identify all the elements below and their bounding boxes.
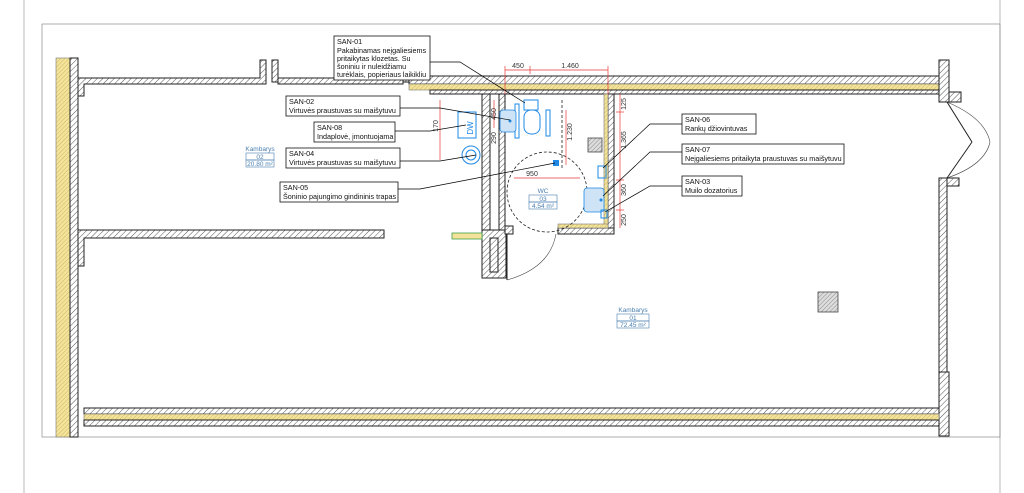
bottom-wall-outer bbox=[83, 419, 940, 427]
partition-wall bbox=[77, 229, 385, 267]
right-wall-top bbox=[938, 59, 950, 103]
wc-bottom-wall bbox=[557, 227, 615, 235]
svg-text:SAN-08: SAN-08 bbox=[317, 123, 342, 132]
dim-950: 950 bbox=[526, 171, 538, 178]
svg-text:Muilo dozatorius: Muilo dozatorius bbox=[685, 186, 738, 195]
kitchen-partition bbox=[481, 93, 491, 231]
svg-text:4.54 m²: 4.54 m² bbox=[532, 203, 555, 210]
dim-1460: 1.460 bbox=[561, 63, 579, 70]
kitchen-sink-lower bbox=[461, 145, 481, 165]
hand-dryer-box bbox=[587, 137, 603, 153]
callout-san-04: SAN-04 Virtuvės praustuvas su maišytuvu bbox=[285, 147, 401, 169]
green-pipe-end bbox=[451, 232, 483, 240]
svg-text:SAN-07: SAN-07 bbox=[685, 145, 710, 154]
wc-right-wall bbox=[607, 93, 615, 235]
top-wall-left bbox=[77, 59, 267, 97]
callout-san-05: SAN-05 Šoninio pajungimo gindininis trap… bbox=[279, 181, 399, 203]
room-01-label: Kambarys 01 72.45 m² bbox=[616, 307, 650, 329]
entrance-door-leaf bbox=[946, 101, 973, 143]
right-wall-lower-cap bbox=[938, 371, 950, 437]
toilet-bowl bbox=[523, 109, 541, 135]
svg-text:Kambarys: Kambarys bbox=[618, 307, 648, 314]
callout-san-06: SAN-06 Rankų džiovintuvas bbox=[681, 113, 757, 135]
dim-125: 125 bbox=[621, 98, 628, 110]
svg-text:Kambarys: Kambarys bbox=[245, 146, 275, 153]
top-wall-right-ins bbox=[408, 83, 940, 91]
svg-text:Rankų džiovintuvas: Rankų džiovintuvas bbox=[685, 124, 748, 133]
toilet-paper-holder bbox=[545, 109, 551, 137]
dim-1230: 1.230 bbox=[567, 123, 574, 141]
svg-text:03: 03 bbox=[539, 196, 547, 203]
left-wall-insulation bbox=[55, 57, 71, 438]
svg-text:turėklais, popieriaus laikikli: turėklais, popieriaus laikikliu bbox=[337, 70, 426, 79]
kitchen-sink-upper bbox=[499, 109, 517, 133]
bottom-wall-ins bbox=[83, 413, 940, 421]
dim-450-vertical: 450 bbox=[491, 108, 498, 120]
wc-door-swing bbox=[506, 233, 557, 281]
callout-san-03: SAN-03 Muilo dozatorius bbox=[681, 175, 743, 197]
entrance-door-leaf-2 bbox=[946, 141, 973, 179]
svg-text:72.45 m²: 72.45 m² bbox=[620, 322, 646, 329]
svg-text:20.80 m²: 20.80 m² bbox=[247, 161, 273, 168]
soap-dispenser bbox=[600, 209, 608, 219]
svg-text:Šoninio pajungimo gindininis t: Šoninio pajungimo gindininis trapas bbox=[283, 192, 396, 201]
entrance-door-swing-2 bbox=[946, 141, 991, 179]
accessible-sink-tap bbox=[599, 198, 603, 202]
svg-text:Virtuvės praustuvas su maišytu: Virtuvės praustuvas su maišytuvu bbox=[289, 106, 396, 115]
dim-360: 360 bbox=[621, 184, 628, 196]
right-wall-top-cap bbox=[948, 91, 962, 103]
entrance-door-swing bbox=[946, 101, 991, 143]
svg-text:pritaikytas klozetas. Su: pritaikytas klozetas. Su bbox=[337, 54, 411, 63]
svg-text:SAN-01: SAN-01 bbox=[337, 37, 362, 46]
svg-text:Virtuvės praustuvas su maišytu: Virtuvės praustuvas su maišytuvu bbox=[289, 158, 396, 167]
svg-text:šoniniu ir nuleidžiamu: šoniniu ir nuleidžiamu bbox=[337, 62, 406, 71]
svg-text:SAN-03: SAN-03 bbox=[685, 177, 710, 186]
svg-text:SAN-04: SAN-04 bbox=[289, 149, 314, 158]
dim-250: 250 bbox=[621, 214, 628, 226]
top-wall-right-inner bbox=[429, 89, 940, 95]
svg-text:Neįgaliesiems pritaikyta praus: Neįgaliesiems pritaikyta praustuvas su m… bbox=[685, 154, 842, 163]
svg-text:01: 01 bbox=[629, 315, 637, 322]
kitchen-column bbox=[481, 229, 507, 279]
svg-text:Indaplovė, įmontuojama: Indaplovė, įmontuojama bbox=[317, 132, 393, 141]
dim-290: 290 bbox=[491, 132, 498, 144]
room-02-label: Kambarys 02 20.80 m² bbox=[245, 146, 275, 168]
dim-170: 170 bbox=[433, 120, 440, 132]
svg-text:SAN-02: SAN-02 bbox=[289, 97, 314, 106]
wc-bottom-wall-ins bbox=[557, 223, 609, 229]
dishwasher-label: DW bbox=[466, 121, 475, 135]
right-wall-cap bbox=[946, 177, 960, 187]
dishwasher bbox=[457, 111, 477, 139]
callout-san-08: SAN-08 Indaplovė, įmontuojama bbox=[313, 121, 396, 143]
dimension-lines: 450 1.460 125 1.365 360 250 1.230 170 45… bbox=[433, 63, 628, 228]
callout-san-01: SAN-01 Pakabinamas neįgaliesiems pritaik… bbox=[333, 35, 431, 81]
left-wall bbox=[69, 57, 79, 438]
svg-text:SAN-05: SAN-05 bbox=[283, 183, 308, 192]
room-03-label: WC 03 4.54 m² bbox=[528, 188, 558, 210]
kitchen-sink-upper-tap bbox=[508, 119, 512, 123]
callout-san-07: SAN-07 Neįgaliesiems pritaikyta praustuv… bbox=[681, 143, 845, 165]
wc-door-frame bbox=[504, 225, 514, 235]
toilet-tank bbox=[523, 99, 539, 111]
leader-lines bbox=[395, 61, 682, 213]
accessible-sink bbox=[583, 187, 605, 213]
callout-san-02: SAN-02 Virtuvės praustuvas su maišytuvu bbox=[285, 95, 401, 117]
top-wall-pier bbox=[271, 59, 279, 83]
dim-1365: 1.365 bbox=[621, 131, 628, 149]
column-marker bbox=[817, 291, 839, 313]
svg-text:02: 02 bbox=[256, 154, 264, 161]
floor-drain bbox=[553, 160, 559, 166]
svg-text:Pakabinamas neįgaliesiems: Pakabinamas neįgaliesiems bbox=[337, 46, 426, 55]
svg-text:SAN-06: SAN-06 bbox=[685, 115, 710, 124]
svg-text:WC: WC bbox=[538, 188, 549, 195]
kitchen-column-inner bbox=[489, 237, 499, 273]
dim-450: 450 bbox=[512, 63, 524, 70]
hand-dryer bbox=[597, 165, 607, 179]
bottom-wall bbox=[83, 407, 940, 415]
